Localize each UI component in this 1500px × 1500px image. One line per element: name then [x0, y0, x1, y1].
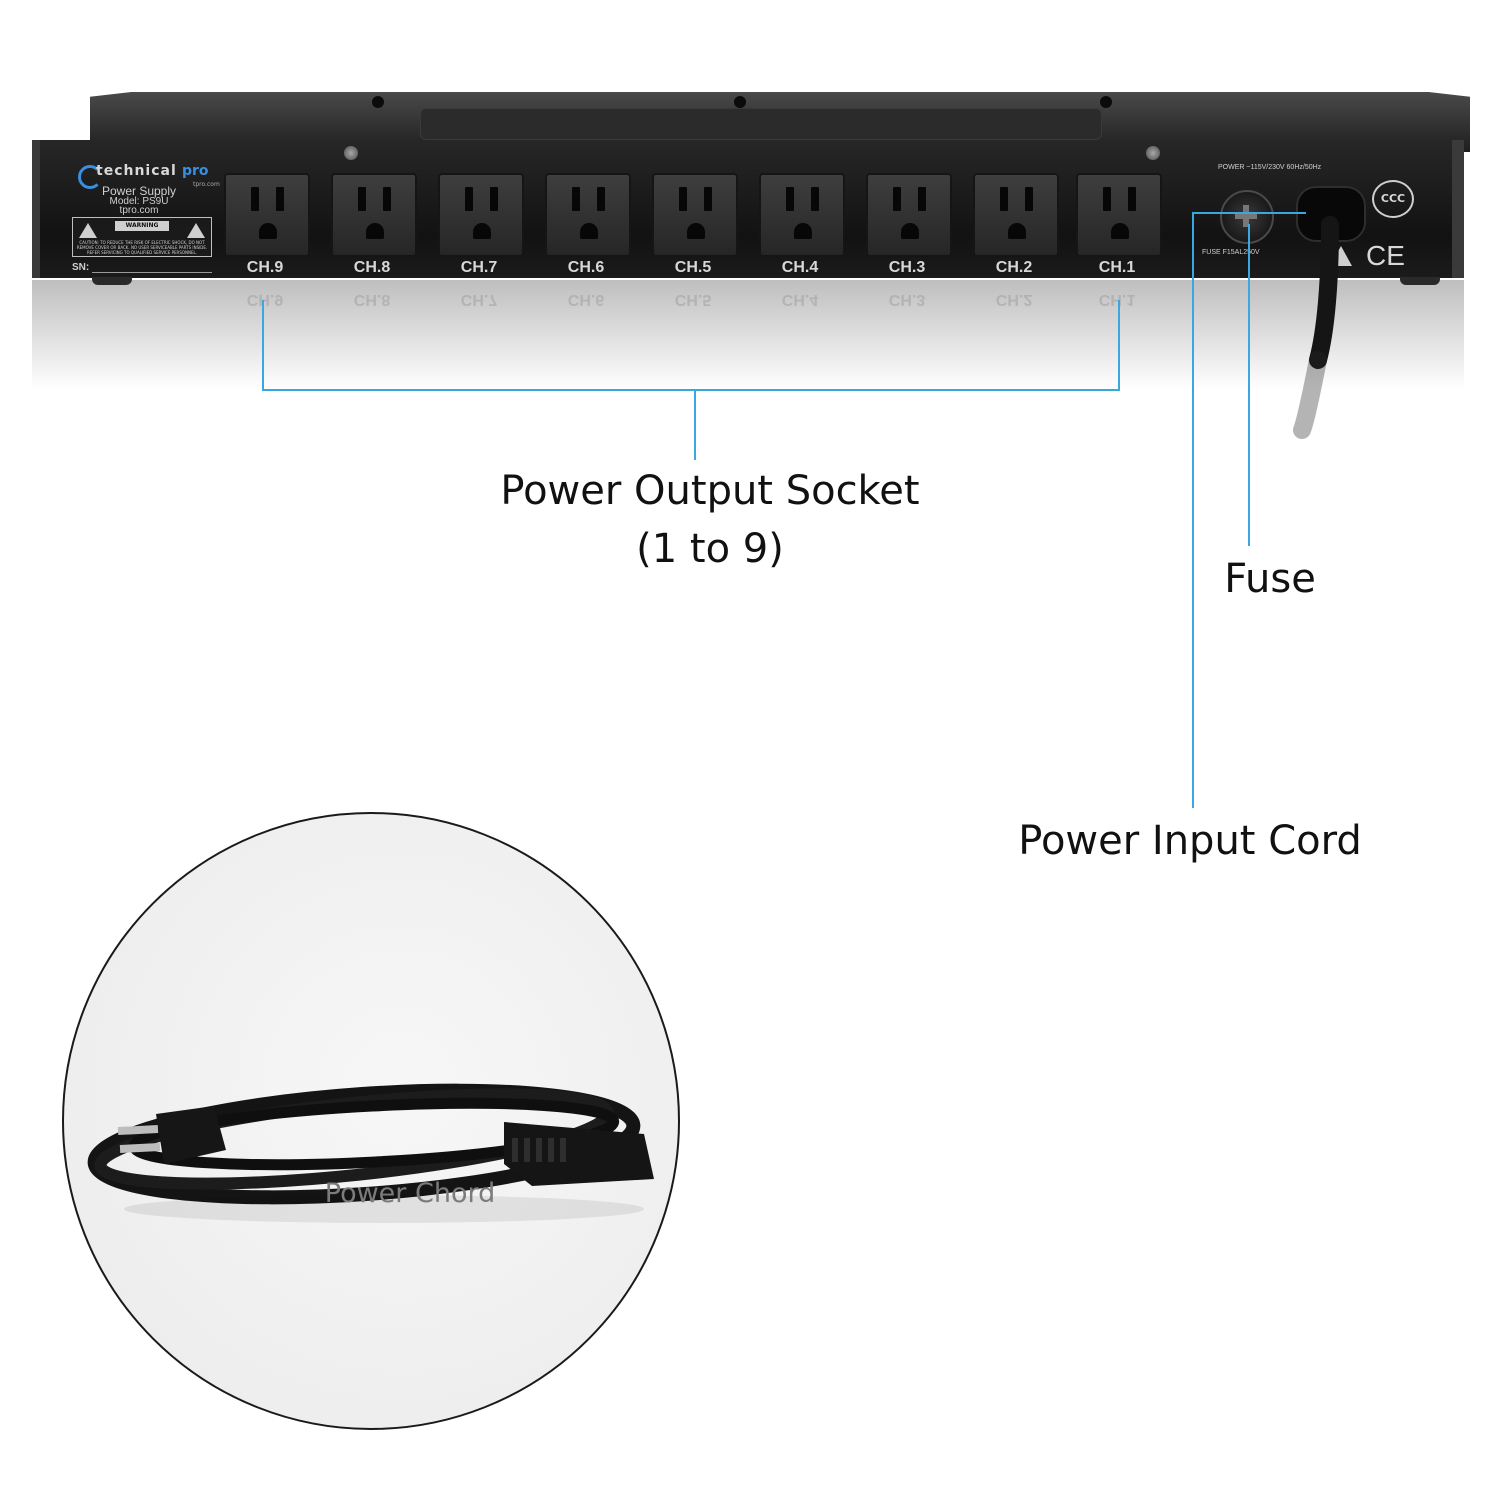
panel-screw	[1146, 146, 1160, 160]
ce-certification-mark: CE	[1366, 240, 1405, 271]
fuse-callout: Fuse	[1224, 556, 1316, 602]
warning-text: CAUTION: TO REDUCE THE RISK OF ELECTRIC …	[76, 240, 208, 255]
input-cord-callout-line	[1192, 212, 1306, 214]
channel-label: CH.8	[353, 259, 391, 276]
callout-line	[1118, 300, 1120, 391]
warning-title: WARNING	[115, 221, 169, 231]
warning-label: WARNING CAUTION: TO REDUCE THE RISK OF E…	[72, 217, 212, 257]
outlet-socket[interactable]	[973, 173, 1059, 257]
panel-screw	[344, 146, 358, 160]
channel-label: CH.1	[1098, 259, 1136, 276]
output-socket-callout: Power Output Socket	[500, 468, 920, 514]
outlet-socket[interactable]	[331, 173, 417, 257]
ccc-certification-mark: CCC	[1372, 180, 1414, 218]
outlet-socket[interactable]	[545, 173, 631, 257]
coiled-power-cord-image	[87, 1083, 654, 1223]
fuse-callout-line	[1248, 224, 1250, 546]
power-cord-inset	[62, 812, 680, 1430]
inset-caption: Power Chord	[324, 1178, 496, 1209]
channel-label: CH.9	[246, 259, 284, 276]
device-foot	[92, 277, 132, 285]
callout-line	[262, 389, 1120, 391]
callout-line	[262, 300, 264, 391]
top-screw-hole	[372, 96, 384, 108]
outlet-socket[interactable]	[224, 173, 310, 257]
power-inlet[interactable]	[1296, 186, 1366, 242]
website-label: tpro.com	[119, 205, 159, 216]
callout-line	[694, 390, 696, 460]
top-cover-embossed-logo	[420, 108, 1102, 140]
channel-label: CH.3	[888, 259, 926, 276]
channel-label: CH.4	[781, 259, 819, 276]
fuse-rating-label: FUSE F15AL250V	[1202, 249, 1260, 256]
brand-accent: pro	[182, 163, 209, 179]
outlet-socket[interactable]	[1076, 173, 1162, 257]
panel-right-edge	[1452, 140, 1464, 278]
serial-number-label: SN:	[72, 262, 90, 273]
outlet-socket[interactable]	[866, 173, 952, 257]
brand-arc-icon	[78, 165, 102, 189]
device-reflection	[32, 280, 1464, 390]
input-cord-callout-line	[1192, 212, 1194, 808]
input-cord-callout: Power Input Cord	[1018, 818, 1362, 864]
model-label: Model: PS9U	[109, 196, 169, 207]
outlet-socket[interactable]	[759, 173, 845, 257]
channel-label: CH.2	[995, 259, 1033, 276]
channel-label: CH.6	[567, 259, 605, 276]
brand-logo: technical pro tpro.com	[78, 163, 220, 197]
brand-url-small: tpro.com	[193, 181, 220, 188]
brand-name: technical	[96, 163, 177, 179]
outlet-socket[interactable]	[438, 173, 524, 257]
warning-triangle-icon	[187, 223, 205, 238]
top-screw-hole	[734, 96, 746, 108]
output-socket-range: (1 to 9)	[636, 526, 784, 572]
panel-left-edge	[32, 140, 40, 278]
fuse-cap-slot	[1235, 213, 1257, 219]
channel-label: CH.5	[674, 259, 712, 276]
warning-triangle-icon	[79, 223, 97, 238]
device-foot	[1400, 277, 1440, 285]
serial-number-line	[92, 272, 212, 273]
top-screw-hole	[1100, 96, 1112, 108]
outlet-socket[interactable]	[652, 173, 738, 257]
power-rating-label: POWER ~115V/230V 60Hz/50Hz	[1218, 164, 1322, 171]
product-type-label: Power Supply	[101, 184, 177, 198]
channel-label: CH.7	[460, 259, 498, 276]
